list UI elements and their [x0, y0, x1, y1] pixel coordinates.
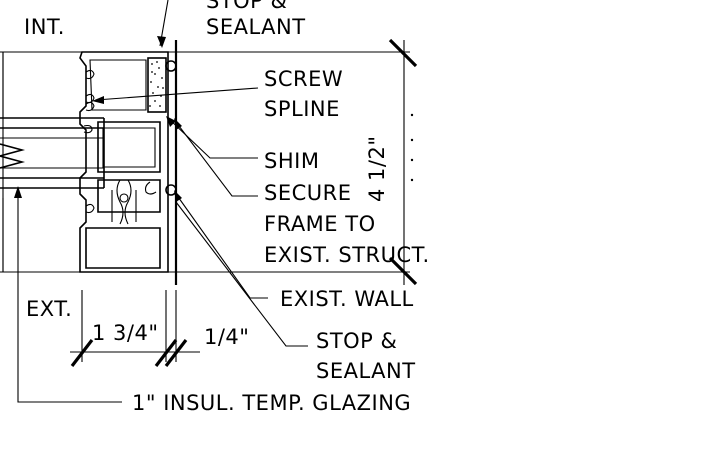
sealant-block [147, 57, 167, 113]
label-secure-2: FRAME TO [264, 212, 376, 236]
label-shim: SHIM [264, 149, 319, 173]
label-screw-2: SPLINE [264, 97, 340, 121]
dim-height: 4 1/2" [365, 136, 389, 203]
backer-rod-top [165, 60, 177, 72]
label-glazing: 1" INSUL. TEMP. GLAZING [132, 391, 411, 415]
label-stop-top-2: SEALANT [206, 15, 306, 39]
dimension-lines [70, 38, 418, 367]
dim-shim-gap: 1/4" [204, 325, 249, 349]
frame-extrusion [79, 51, 169, 273]
label-ext: EXT. [26, 297, 72, 321]
label-stop-bottom-1: STOP & [316, 329, 397, 353]
label-secure-3: EXIST. STRUCT. [264, 243, 430, 267]
glazing-unit [0, 117, 105, 189]
existing-structure [0, 51, 410, 273]
label-exist-wall: EXIST. WALL [280, 287, 414, 311]
backer-rod-bottom [165, 184, 177, 196]
label-int: INT. [24, 15, 65, 39]
label-stop-top-1: STOP & [206, 0, 287, 13]
dim-frame-depth: 1 3/4" [92, 321, 159, 345]
label-stop-bottom-2: SEALANT [316, 359, 416, 383]
leader-lines [14, 0, 308, 403]
label-secure-1: SECURE [264, 181, 352, 205]
label-screw-1: SCREW [264, 67, 343, 91]
